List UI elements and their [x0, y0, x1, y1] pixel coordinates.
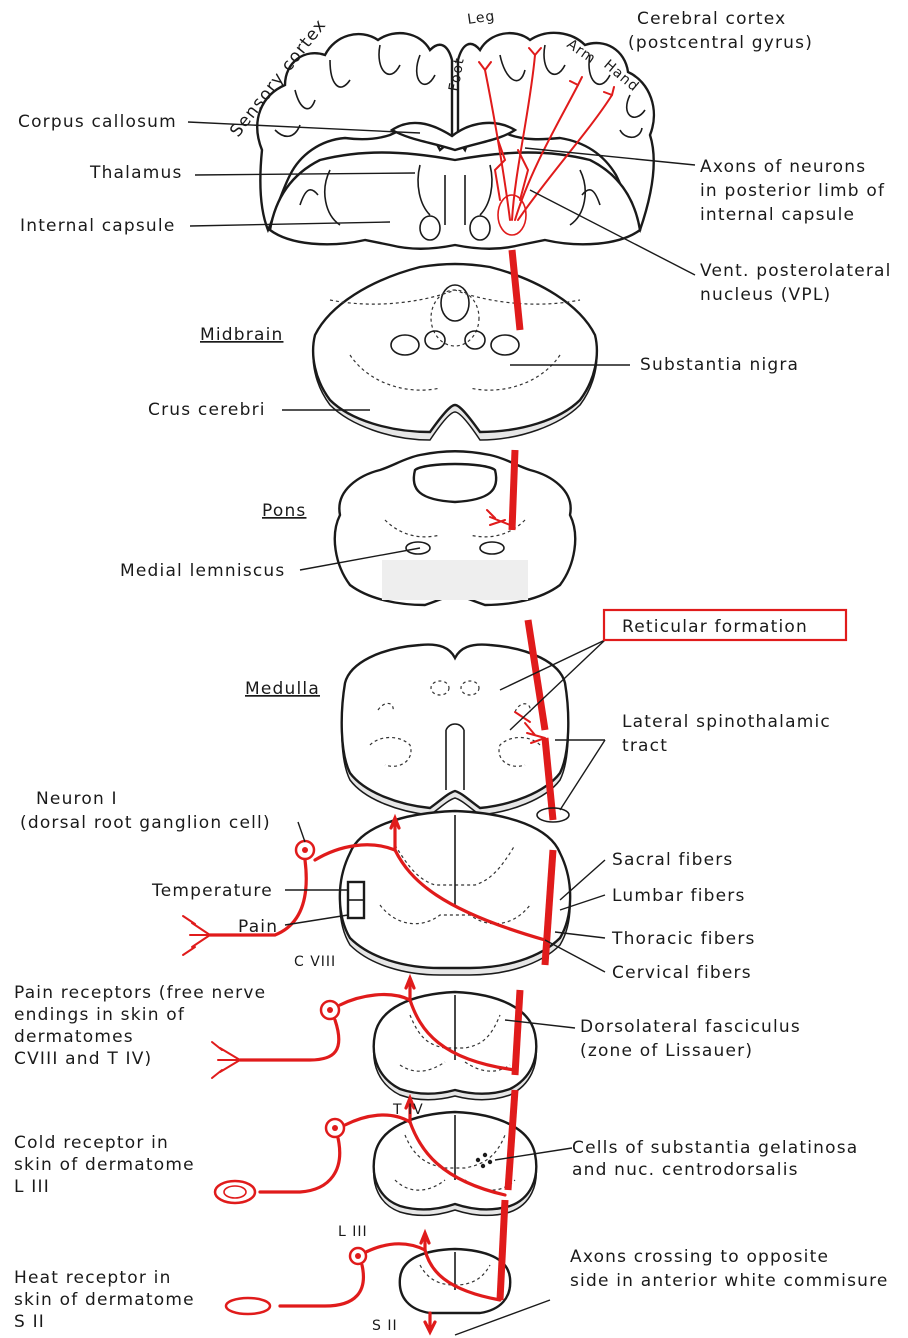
heat-receptor-label-2: skin of dermatome — [14, 1290, 195, 1310]
pain-receptors-label-4: CVIII and T IV) — [14, 1049, 152, 1069]
lumbar-fibers-label: Lumbar fibers — [612, 886, 746, 906]
midbrain-section — [313, 264, 597, 440]
dorsolateral-label-2: (zone of Lissauer) — [580, 1041, 753, 1061]
internal-capsule-label: Internal capsule — [20, 216, 176, 236]
crossing-axons-label: Axons crossing to opposite — [570, 1247, 829, 1267]
axons-label: Axons of neurons — [700, 157, 866, 177]
axons-label-2: in posterior limb of — [700, 181, 885, 201]
pons-heading: Pons — [262, 501, 306, 521]
neuron1-label: Neuron I — [36, 789, 118, 809]
temperature-label: Temperature — [151, 881, 273, 901]
reticular-formation-label: Reticular formation — [622, 617, 808, 637]
pain-receptors-label: Pain receptors (free nerve — [14, 983, 266, 1003]
substantia-gelatinosa-label-2: and nuc. centrodorsalis — [572, 1160, 799, 1180]
c8-label: C VIII — [294, 954, 336, 970]
crossing-axons-label-2: side in anterior white commisure — [570, 1271, 889, 1291]
medial-lemniscus-label: Medial lemniscus — [120, 561, 285, 581]
s2-label: S II — [372, 1318, 398, 1334]
thalamus-label: Thalamus — [89, 163, 183, 183]
midbrain-heading: Midbrain — [200, 325, 283, 345]
neuron1-label-2: (dorsal root ganglion cell) — [20, 813, 271, 833]
corpus-callosum-label: Corpus callosum — [18, 112, 177, 132]
dorsolateral-label: Dorsolateral fasciculus — [580, 1017, 801, 1037]
substantia-nigra-label: Substantia nigra — [640, 355, 799, 375]
axons-label-3: internal capsule — [700, 205, 855, 225]
cord-t4-section — [374, 992, 537, 1100]
cerebral-cortex-label: Cerebral cortex — [637, 9, 786, 29]
crus-cerebri-label: Crus cerebri — [148, 400, 266, 420]
heat-receptor-label-3: S II — [14, 1312, 45, 1332]
cerebral-cortex-label-2: (postcentral gyrus) — [628, 33, 813, 53]
pons-section — [335, 451, 575, 605]
thoracic-fibers-label: Thoracic fibers — [611, 929, 756, 949]
substantia-gelatinosa-label: Cells of substantia gelatinosa — [572, 1138, 858, 1158]
vpl-label-2: nucleus (VPL) — [700, 285, 831, 305]
cord-s2-section — [400, 1249, 510, 1313]
cold-receptor-label: Cold receptor in — [14, 1133, 169, 1153]
lateral-st-label: Lateral spinothalamic — [622, 712, 831, 732]
leg-label: Leg — [466, 8, 496, 28]
cold-receptor-label-3: L III — [14, 1177, 50, 1197]
pain-receptors-label-2: endings in skin of — [14, 1005, 185, 1025]
pain-receptors-label-3: dermatomes — [14, 1027, 134, 1047]
cold-receptor-label-2: skin of dermatome — [14, 1155, 195, 1175]
sacral-fibers-label: Sacral fibers — [612, 850, 734, 870]
l3-label: L III — [338, 1224, 368, 1240]
t4-label: T IV — [392, 1102, 424, 1118]
medulla-heading: Medulla — [245, 679, 320, 699]
pain-label: Pain — [238, 917, 278, 937]
vpl-label: Vent. posterolateral — [700, 261, 892, 281]
lateral-st-label-2: tract — [622, 736, 668, 756]
heat-receptor-label: Heat receptor in — [14, 1268, 172, 1288]
cervical-fibers-label: Cervical fibers — [612, 963, 752, 983]
cord-c8-section — [340, 811, 570, 975]
